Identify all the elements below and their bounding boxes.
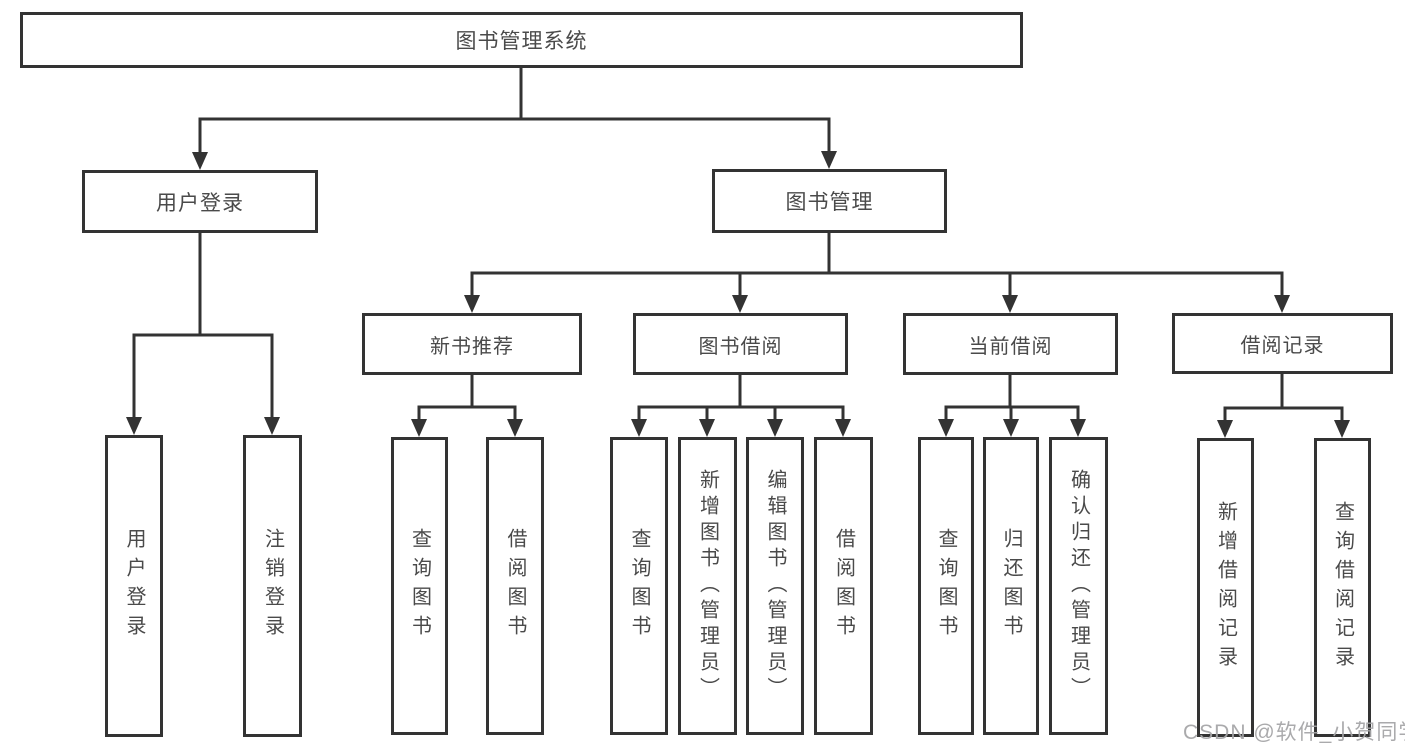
leaf-logout: 注销登录 [243, 435, 302, 737]
node-current-borrow: 当前借阅 [903, 313, 1118, 375]
node-book-management: 图书管理 [712, 169, 947, 233]
node-root: 图书管理系统 [20, 12, 1023, 68]
leaf-edit-book-admin: 编辑图书（管理员） [746, 437, 804, 735]
leaf-return-book: 归还图书 [983, 437, 1039, 735]
node-user-login: 用户登录 [82, 170, 318, 233]
leaf-borrow-books-2: 借阅图书 [814, 437, 873, 735]
leaf-query-books-2: 查询图书 [610, 437, 668, 735]
leaf-add-book-admin: 新增图书（管理员） [678, 437, 737, 735]
watermark: CSDN @软件_小贺同学 [1183, 721, 1405, 744]
leaf-query-borrow-record: 查询借阅记录 [1314, 438, 1371, 737]
node-book-borrow: 图书借阅 [633, 313, 848, 375]
node-new-book-recommend: 新书推荐 [362, 313, 582, 375]
leaf-add-borrow-record: 新增借阅记录 [1197, 438, 1254, 737]
leaf-user-login: 用户登录 [105, 435, 163, 737]
node-borrow-records: 借阅记录 [1172, 313, 1393, 374]
leaf-borrow-books-1: 借阅图书 [486, 437, 544, 735]
leaf-confirm-return-admin: 确认归还（管理员） [1049, 437, 1108, 735]
leaf-query-books-3: 查询图书 [918, 437, 974, 735]
leaf-query-books-1: 查询图书 [391, 437, 448, 735]
